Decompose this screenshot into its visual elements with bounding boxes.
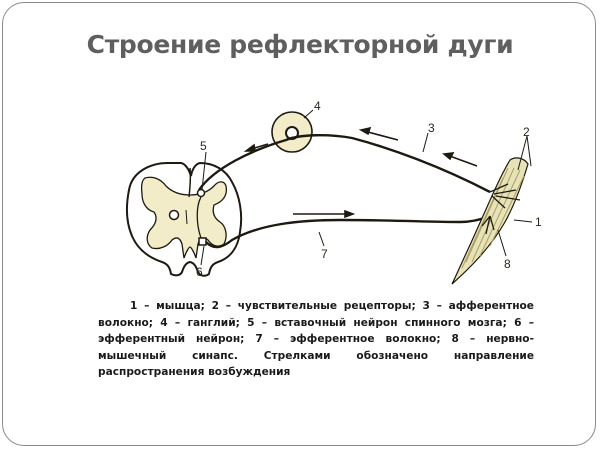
- figure-labels: 5 4 3 2 1 8 7 6: [196, 99, 542, 279]
- efferent-fiber: [205, 214, 491, 249]
- reflex-arc-diagram: 5 4 3 2 1 8 7 6: [100, 85, 560, 290]
- ganglion: [271, 111, 313, 153]
- spinal-cord: [126, 161, 243, 277]
- label-5: 5: [200, 139, 207, 153]
- label-2: 2: [523, 125, 530, 139]
- afferent-fiber: [198, 134, 491, 194]
- label-8: 8: [504, 257, 511, 271]
- label-1: 1: [535, 215, 542, 229]
- label-7: 7: [321, 247, 328, 261]
- label-6: 6: [196, 265, 203, 279]
- slide-title: Строение рефлекторной дуги: [86, 30, 514, 59]
- direction-arrows: [243, 126, 478, 219]
- leader-lines: [200, 109, 533, 266]
- figure-caption: 1 – мышца; 2 – чувствительные рецепторы;…: [98, 300, 534, 379]
- label-3: 3: [428, 121, 435, 135]
- label-4: 4: [314, 99, 321, 113]
- muscle: [451, 135, 532, 285]
